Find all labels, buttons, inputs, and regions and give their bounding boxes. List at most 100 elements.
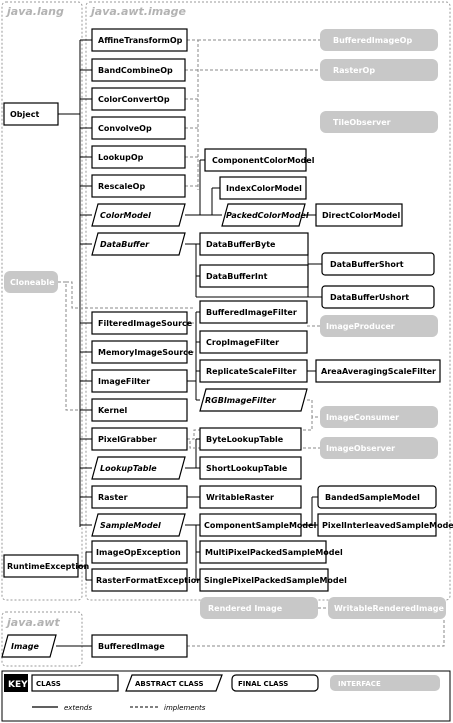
interface-raster-op[interactable]: RasterOp bbox=[320, 59, 438, 81]
abstract-class-sample-model[interactable]: SampleModel bbox=[91, 513, 186, 537]
legend-interface-label: INTERFACE bbox=[338, 680, 381, 688]
class-single-pixel-packed-sample-model[interactable]: SinglePixelPackedSampleModel bbox=[199, 568, 347, 592]
svg-text:AffineTransformOp: AffineTransformOp bbox=[98, 36, 183, 45]
interface-tile-observer[interactable]: TileObserver bbox=[320, 111, 438, 133]
class-buffered-image[interactable]: BufferedImage bbox=[91, 634, 188, 658]
package-label-java-awt-image: java.awt.image bbox=[89, 5, 187, 18]
class-object[interactable]: Object bbox=[3, 102, 59, 126]
legend-extends-label: extends bbox=[64, 704, 92, 712]
svg-text:PackedColorModel: PackedColorModel bbox=[226, 211, 309, 220]
class-memory-image-source[interactable]: MemoryImageSource bbox=[91, 340, 194, 364]
class-replicate-scale-filter[interactable]: ReplicateScaleFilter bbox=[199, 359, 308, 383]
class-buffered-image-filter[interactable]: BufferedImageFilter bbox=[199, 300, 308, 324]
svg-text:BandedSampleModel: BandedSampleModel bbox=[325, 493, 420, 502]
svg-text:RasterOp: RasterOp bbox=[333, 66, 375, 75]
svg-text:PixelInterleavedSampleModel: PixelInterleavedSampleModel bbox=[322, 521, 453, 530]
svg-text:DataBufferUshort: DataBufferUshort bbox=[330, 293, 409, 302]
interface-image-observer[interactable]: ImageObserver bbox=[320, 437, 438, 459]
class-pixel-grabber[interactable]: PixelGrabber bbox=[91, 427, 188, 451]
package-label-java-awt: java.awt bbox=[5, 616, 61, 629]
class-crop-image-filter[interactable]: CropImageFilter bbox=[199, 330, 308, 354]
class-runtime-exception[interactable]: RuntimeException bbox=[3, 554, 89, 578]
svg-text:ImageProducer: ImageProducer bbox=[326, 322, 395, 331]
implements-lines bbox=[58, 39, 445, 647]
class-component-sample-model[interactable]: ComponentSampleModel bbox=[199, 513, 317, 537]
legend-interface-box bbox=[330, 675, 440, 691]
abstract-class-packed-color-model[interactable]: PackedColorModel bbox=[221, 203, 309, 227]
svg-text:FilteredImageSource: FilteredImageSource bbox=[98, 319, 193, 328]
interface-buffered-image-op[interactable]: BufferedImageOp bbox=[320, 29, 438, 51]
package-java-awt: java.awt bbox=[1, 611, 83, 667]
svg-text:DataBufferShort: DataBufferShort bbox=[330, 260, 404, 269]
svg-text:DirectColorModel: DirectColorModel bbox=[322, 211, 400, 220]
svg-text:ComponentColorModel: ComponentColorModel bbox=[212, 156, 315, 165]
svg-text:WritableRaster: WritableRaster bbox=[206, 493, 274, 502]
class-filtered-image-source[interactable]: FilteredImageSource bbox=[91, 311, 193, 335]
interface-writable-rendered-image[interactable]: WritableRenderedImage bbox=[328, 597, 446, 619]
svg-text:IndexColorModel: IndexColorModel bbox=[226, 184, 302, 193]
class-data-buffer-ushort[interactable]: DataBufferUshort bbox=[321, 285, 435, 309]
svg-text:DataBufferByte: DataBufferByte bbox=[206, 240, 276, 249]
class-affine-transform-op[interactable]: AffineTransformOp bbox=[91, 28, 188, 52]
svg-text:SinglePixelPackedSampleModel: SinglePixelPackedSampleModel bbox=[204, 576, 347, 585]
interface-image-producer[interactable]: ImageProducer bbox=[320, 315, 438, 337]
class-kernel[interactable]: Kernel bbox=[91, 398, 188, 422]
legend-abstract-label: ABSTRACT CLASS bbox=[135, 680, 204, 688]
class-data-buffer-int[interactable]: DataBufferInt bbox=[199, 264, 309, 288]
class-data-buffer-byte[interactable]: DataBufferByte bbox=[199, 232, 309, 256]
svg-text:ComponentSampleModel: ComponentSampleModel bbox=[204, 521, 317, 530]
svg-text:LookupTable: LookupTable bbox=[100, 464, 157, 473]
class-short-lookup-table[interactable]: ShortLookupTable bbox=[199, 456, 302, 480]
svg-text:ShortLookupTable: ShortLookupTable bbox=[206, 464, 288, 473]
svg-text:BufferedImageOp: BufferedImageOp bbox=[333, 36, 412, 45]
class-color-convert-op[interactable]: ColorConvertOp bbox=[91, 87, 186, 111]
class-multi-pixel-packed-sample-model[interactable]: MultiPixelPackedSampleModel bbox=[199, 540, 343, 564]
class-writable-raster[interactable]: WritableRaster bbox=[199, 485, 302, 509]
extends-lines bbox=[56, 39, 322, 647]
class-component-color-model[interactable]: ComponentColorModel bbox=[204, 148, 315, 172]
abstract-class-rgb-image-filter[interactable]: RGBImageFilter bbox=[199, 388, 308, 412]
svg-text:Cloneable: Cloneable bbox=[10, 278, 55, 287]
svg-text:LookupOp: LookupOp bbox=[98, 153, 144, 162]
class-image-op-exception[interactable]: ImageOpException bbox=[91, 540, 188, 564]
class-band-combine-op[interactable]: BandCombineOp bbox=[91, 58, 186, 82]
class-index-color-model[interactable]: IndexColorModel bbox=[219, 176, 307, 200]
svg-text:ByteLookupTable: ByteLookupTable bbox=[206, 435, 284, 444]
legend-abstract-box bbox=[125, 674, 223, 692]
interface-rendered-image[interactable]: Rendered Image bbox=[200, 597, 318, 619]
class-raster-format-exception[interactable]: RasterFormatException bbox=[91, 568, 202, 592]
class-data-buffer-short[interactable]: DataBufferShort bbox=[321, 252, 435, 276]
class-image-filter[interactable]: ImageFilter bbox=[91, 369, 188, 393]
interface-image-consumer[interactable]: ImageConsumer bbox=[320, 406, 438, 428]
svg-text:BufferedImageFilter: BufferedImageFilter bbox=[206, 308, 297, 317]
svg-text:ConvolveOp: ConvolveOp bbox=[98, 124, 152, 133]
abstract-class-image[interactable]: Image bbox=[1, 634, 57, 658]
svg-text:DataBufferInt: DataBufferInt bbox=[206, 272, 268, 281]
abstract-class-data-buffer[interactable]: DataBuffer bbox=[91, 232, 186, 256]
svg-text:BufferedImage: BufferedImage bbox=[98, 642, 165, 651]
legend-key-badge bbox=[4, 674, 28, 692]
svg-text:MultiPixelPackedSampleModel: MultiPixelPackedSampleModel bbox=[205, 548, 343, 557]
svg-text:PixelGrabber: PixelGrabber bbox=[98, 435, 157, 444]
class-rescale-op[interactable]: RescaleOp bbox=[91, 174, 186, 198]
class-pixel-interleaved-sample-model[interactable]: PixelInterleavedSampleModel bbox=[317, 513, 453, 537]
class-byte-lookup-table[interactable]: ByteLookupTable bbox=[199, 427, 302, 451]
class-raster[interactable]: Raster bbox=[91, 485, 188, 509]
interface-cloneable[interactable]: Cloneable bbox=[4, 271, 58, 293]
class-lookup-op[interactable]: LookupOp bbox=[91, 145, 186, 169]
svg-text:ImageObserver: ImageObserver bbox=[326, 444, 395, 453]
svg-text:ImageOpException: ImageOpException bbox=[96, 548, 181, 557]
svg-text:Object: Object bbox=[10, 110, 39, 119]
svg-text:Kernel: Kernel bbox=[98, 406, 128, 415]
svg-text:RuntimeException: RuntimeException bbox=[7, 562, 89, 571]
abstract-class-color-model[interactable]: ColorModel bbox=[91, 203, 186, 227]
class-area-averaging-scale-filter[interactable]: AreaAveragingScaleFilter bbox=[315, 359, 441, 383]
class-convolve-op[interactable]: ConvolveOp bbox=[91, 116, 186, 140]
svg-text:WritableRenderedImage: WritableRenderedImage bbox=[334, 604, 444, 613]
legend-final-label: FINAL CLASS bbox=[238, 680, 288, 688]
abstract-class-lookup-table[interactable]: LookupTable bbox=[91, 456, 186, 480]
class-banded-sample-model[interactable]: BandedSampleModel bbox=[317, 485, 437, 509]
package-label-java-lang: java.lang bbox=[5, 5, 64, 18]
class-direct-color-model[interactable]: DirectColorModel bbox=[315, 203, 403, 227]
svg-text:TileObserver: TileObserver bbox=[333, 118, 391, 127]
